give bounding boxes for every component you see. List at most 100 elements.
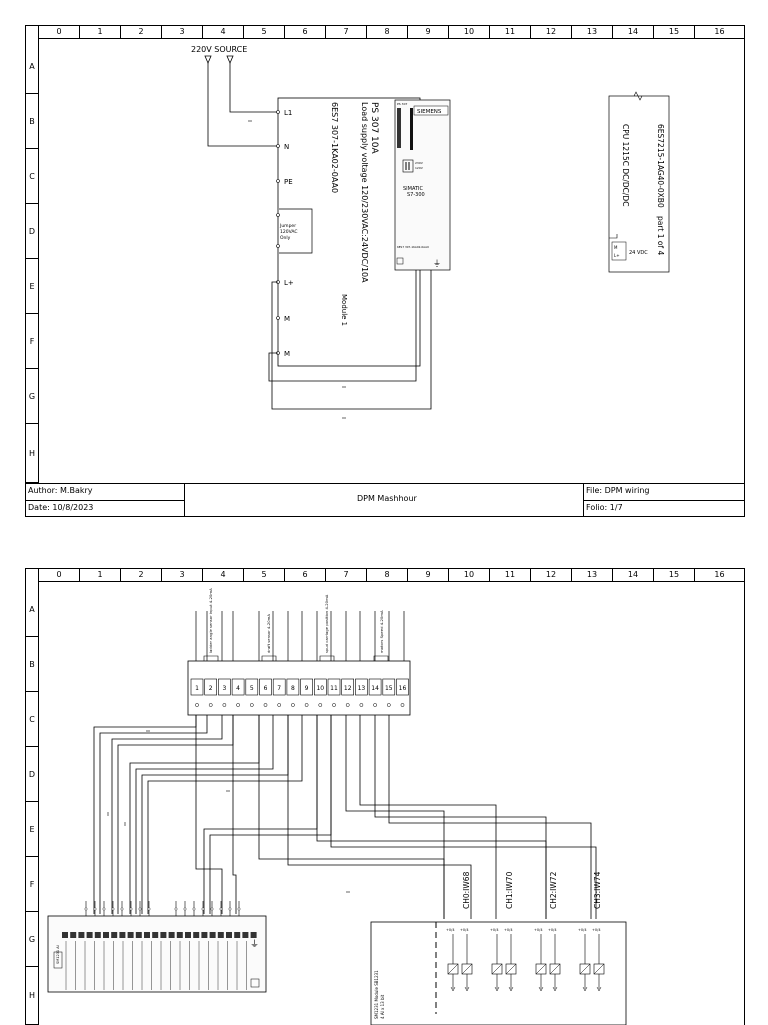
row-label: E (26, 802, 38, 857)
terminal-number: 15 (385, 685, 393, 692)
terminal-screw (386, 703, 391, 707)
channel-pin-label: +0/4 (460, 928, 469, 932)
io-pin (147, 907, 151, 911)
terminal-number: 7 (277, 685, 281, 692)
io-pin (192, 907, 196, 911)
divider (26, 500, 184, 501)
divider (584, 500, 745, 501)
sensor-bracket (261, 655, 277, 661)
io-led (250, 932, 257, 938)
source-terminal-symbol (204, 55, 212, 65)
terminal-cell (204, 678, 217, 696)
supply-pin: L+ (614, 253, 620, 258)
sensor-bracket (319, 655, 335, 661)
ground-symbol: ⏚ (433, 259, 441, 268)
io-pin (93, 907, 97, 911)
terminal-cell (396, 678, 409, 696)
cpu-module (608, 95, 670, 273)
column-label: 2 (120, 569, 161, 581)
io-pin (219, 907, 223, 911)
terminal-strip (397, 108, 401, 148)
io-pin (102, 907, 106, 911)
channel-label: CH0:IW68 (462, 871, 471, 909)
file-name: File: DPM wiring (586, 486, 650, 495)
row-label: E (26, 259, 38, 314)
terminal-screw (263, 703, 268, 707)
neutral-wire (207, 63, 278, 147)
row-label: B (26, 94, 38, 149)
ps-terminal: L1 (276, 109, 292, 117)
terminal-cell (327, 678, 341, 696)
terminal-label: PE (284, 178, 293, 186)
sensor-bracket (203, 655, 219, 661)
column-label: 12 (530, 569, 571, 581)
column-label: 12 (530, 26, 571, 38)
terminal-cell (231, 678, 245, 696)
module-label: Module 1 (340, 294, 348, 326)
wire-harness (93, 715, 597, 919)
row-label: D (26, 204, 38, 259)
adc-diagonal (593, 963, 605, 975)
terminal-cell (300, 678, 313, 696)
column-label: 13 (571, 26, 612, 38)
ps-terminal: N (276, 143, 289, 151)
terminal-number: 13 (358, 685, 366, 692)
title-block: Author: M.Bakry Date: 10/8/2023 DPM Mash… (26, 483, 745, 517)
switch-icon (402, 159, 414, 173)
row-label: C (26, 149, 38, 204)
io-led (94, 932, 101, 938)
io-pin (174, 907, 178, 911)
channel-label: CH2:IW72 (549, 871, 558, 909)
io-led (144, 932, 150, 938)
terminal-screw (291, 703, 295, 707)
column-label: 1 (79, 569, 120, 581)
terminal-number: 6 (264, 685, 268, 692)
io-pin (210, 907, 214, 911)
sensor-label: draft sensor 4-20mA (266, 614, 271, 653)
terminal-cell (313, 678, 327, 696)
terminal-label: M (284, 350, 290, 358)
row-label: G (26, 912, 38, 967)
device-caption: PS 307 (397, 102, 407, 106)
row-divider (38, 38, 39, 483)
arrow-icon (596, 986, 602, 992)
title-block-right: File: DPM wiring Folio: 1/7 (583, 484, 745, 516)
terminal-screw (208, 703, 213, 707)
source-terminal-symbol (226, 55, 234, 65)
io-pin (183, 907, 187, 911)
jumper-note: 120VAC (280, 229, 298, 235)
channel-pin-label: +0/4 (446, 928, 455, 932)
terminal-cell (190, 678, 204, 696)
arrow-icon (464, 986, 470, 992)
board-subcaption: 4 AI x 13 bit (380, 994, 385, 1019)
sensor-label: ladder angle sensor input 4-20mA (208, 588, 213, 653)
lplus-wire (271, 270, 432, 410)
cpu-part-number: 6ES7215-1AG40-0XB0 (656, 124, 665, 208)
io-led (209, 932, 216, 938)
line-wire (229, 63, 278, 113)
channel-label: CH1:IW70 (505, 871, 514, 909)
sensor-label: motors Speed 4-20mA (379, 610, 384, 653)
row-label: B (26, 637, 38, 692)
column-label: 14 (612, 26, 653, 38)
terminal-cell (355, 678, 368, 696)
supply-connector (611, 241, 627, 261)
column-label: 3 (161, 569, 202, 581)
analog-wiring-diagram: ladder angle sensor input 4-20mA draft s… (47, 588, 627, 1025)
terminal-number: 5 (250, 685, 254, 692)
adc-diagonal (461, 963, 473, 975)
switch-caption: 230V (415, 161, 424, 165)
project-title: DPM Mashhour (357, 494, 417, 503)
io-led (217, 932, 224, 938)
io-led (168, 932, 175, 938)
sensor-label: spud carriage position 4-20mA (324, 594, 329, 653)
io-led (160, 932, 167, 938)
io-led (78, 932, 85, 938)
ps-terminal: M (276, 350, 290, 358)
column-label: 4 (202, 26, 243, 38)
column-header: 0 1 2 3 4 5 6 7 8 9 10 11 12 13 14 15 16 (38, 569, 744, 582)
terminal-cell (382, 678, 396, 696)
terminal-label: N (284, 143, 289, 151)
io-led (152, 932, 159, 938)
source-label: 220V SOURCE (191, 45, 247, 54)
